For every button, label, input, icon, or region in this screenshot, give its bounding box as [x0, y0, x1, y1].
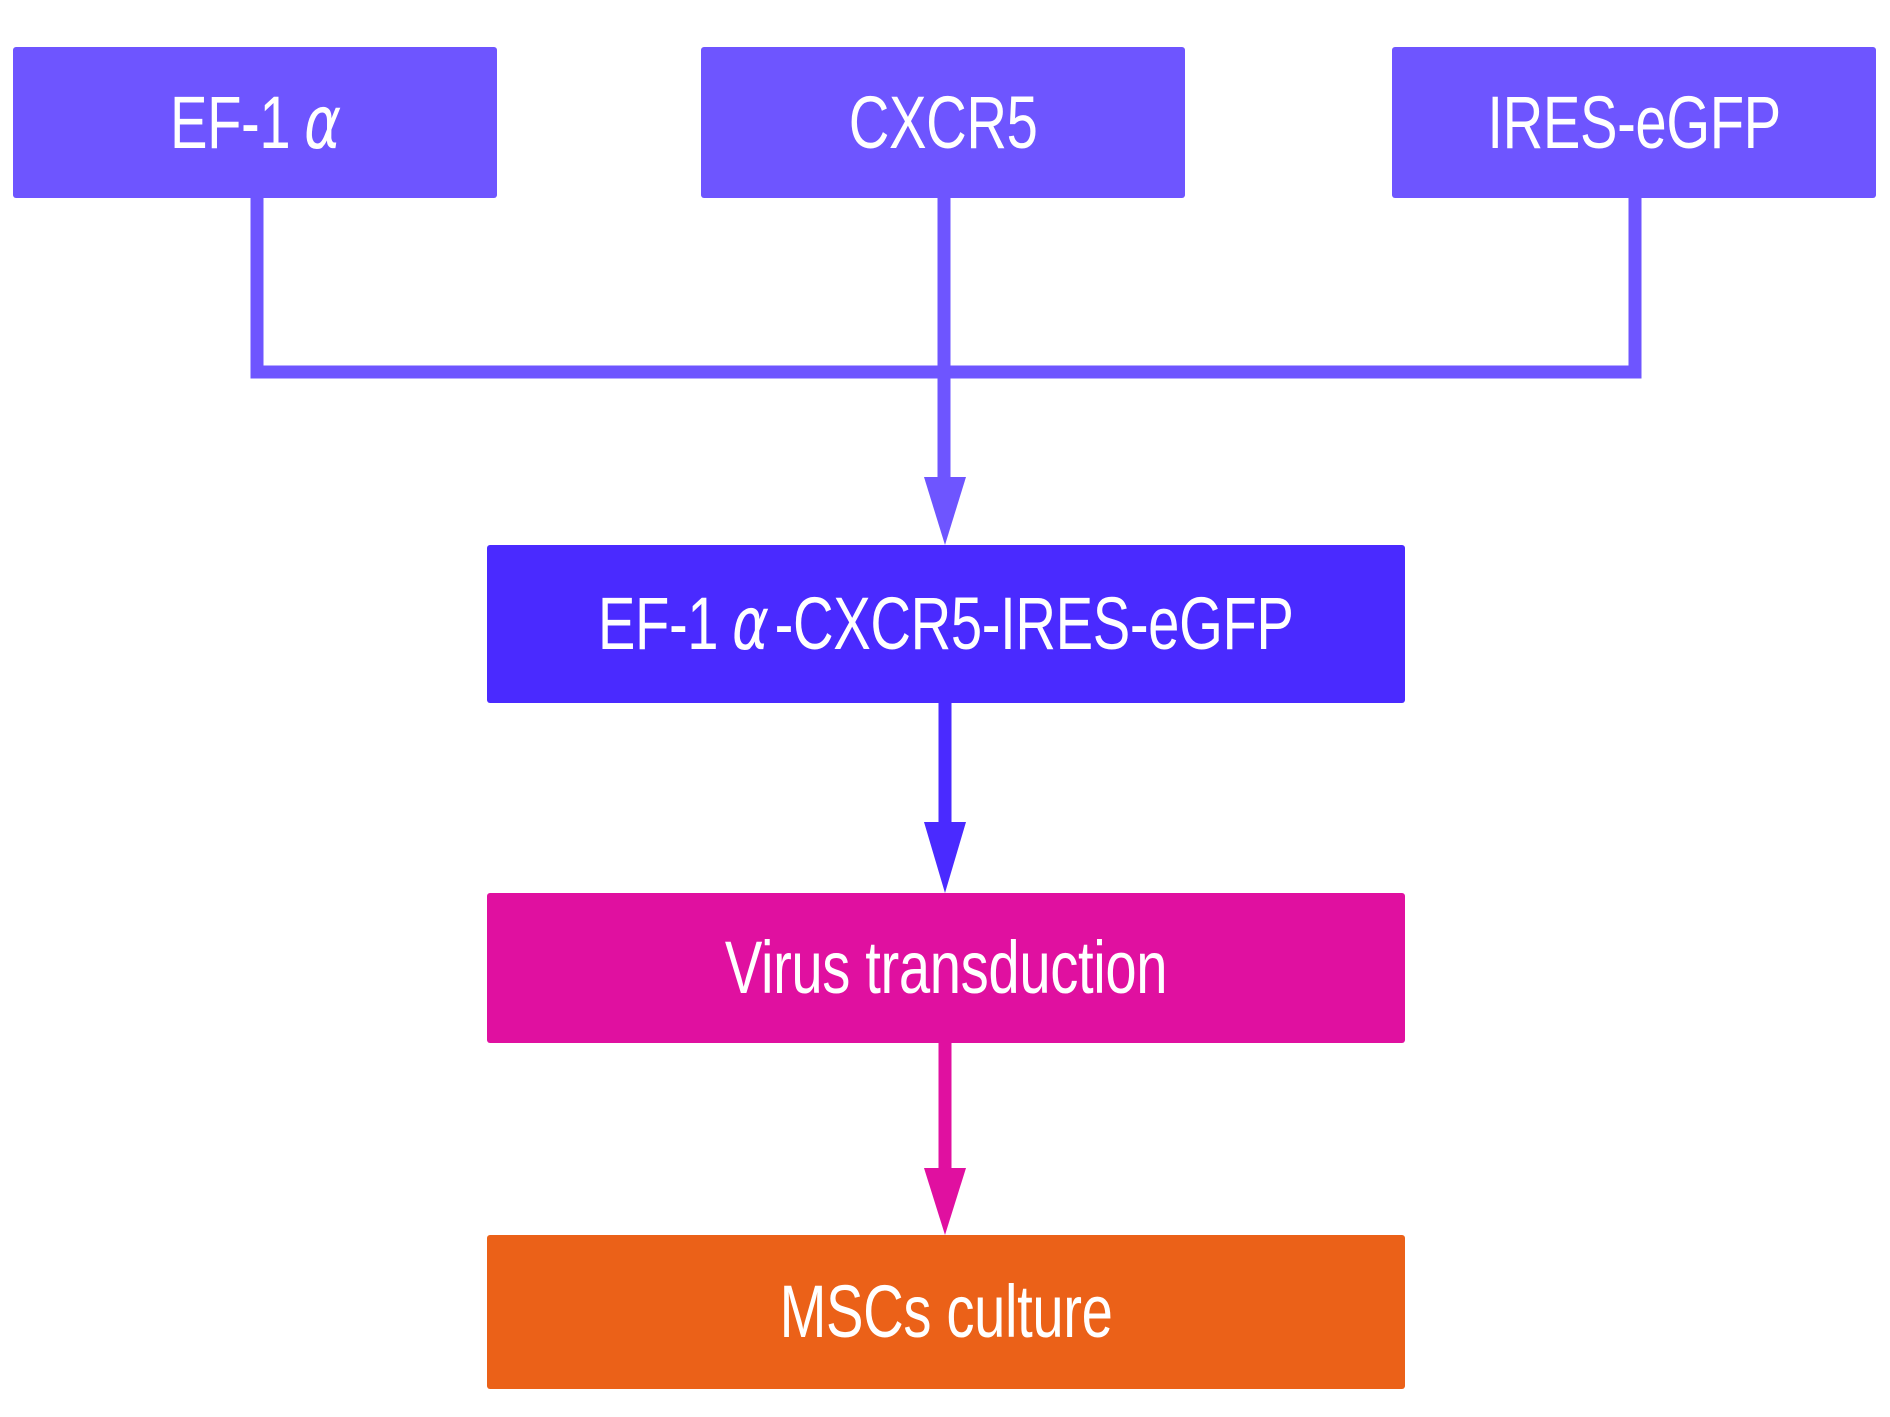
merge-connector — [250, 198, 1642, 480]
node-mscs-culture: MSCs culture — [487, 1235, 1405, 1389]
node-virus-transduction: Virus transduction — [487, 893, 1405, 1043]
arrow-head-to-culture — [924, 1168, 966, 1235]
node-cxcr5-label: CXCR5 — [848, 80, 1038, 164]
ef1-prefix: EF-1 — [169, 80, 291, 164]
node-mscs-culture-label: MSCs culture — [779, 1270, 1113, 1353]
node-virus-transduction-label: Virus transduction — [724, 926, 1168, 1009]
node-cxcr5: CXCR5 — [701, 47, 1185, 198]
construct-prefix: EF-1 — [598, 582, 719, 665]
arrow-head-to-construct — [924, 477, 966, 545]
arrow-head-to-virus — [924, 822, 966, 893]
node-ires-egfp: IRES-eGFP — [1392, 47, 1876, 198]
node-ires-egfp-label: IRES-eGFP — [1487, 80, 1781, 164]
alpha-symbol: α — [303, 79, 341, 166]
construct-suffix: -CXCR5-IRES-eGFP — [774, 582, 1294, 665]
alpha-symbol: α — [732, 581, 769, 667]
